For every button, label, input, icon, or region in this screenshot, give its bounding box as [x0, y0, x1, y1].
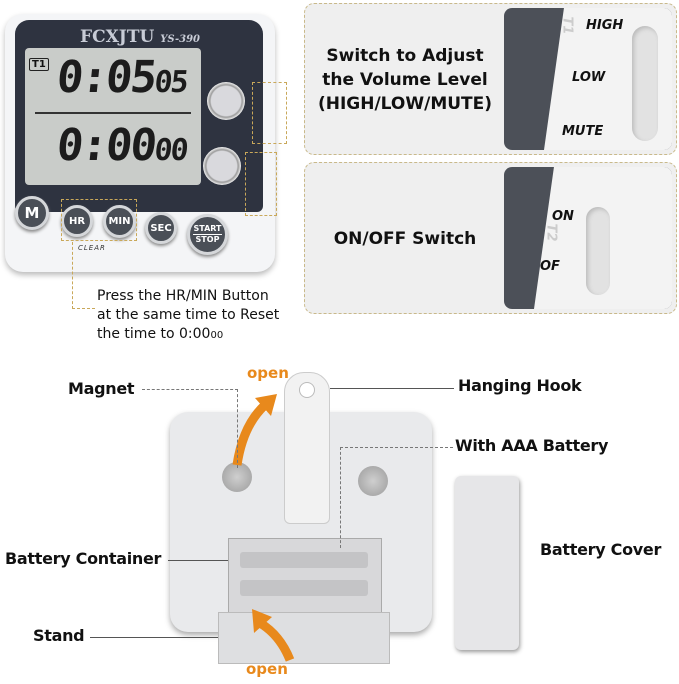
clear-label: CLEAR: [78, 244, 106, 252]
stand-label: Stand: [33, 626, 85, 645]
high-position: HIGH: [586, 18, 624, 33]
start-stop-button[interactable]: START STOP: [187, 214, 228, 255]
low-position: LOW: [572, 70, 606, 85]
battery-cover-label: Battery Cover: [540, 540, 662, 559]
m-button[interactable]: M: [15, 196, 49, 230]
timer1-display: 0:0505: [54, 52, 189, 103]
stop-label: STOP: [195, 235, 220, 244]
m-label: M: [24, 204, 40, 222]
timer1-time: 0:05: [54, 52, 158, 103]
magnet-leader: [142, 389, 238, 468]
min-label: MIN: [108, 216, 131, 227]
t1-indicator: T1: [29, 58, 49, 71]
power-switch-callout: ON/OFF Switch T2 ON OF: [304, 162, 677, 314]
reset-note-line-3: the time to 0:00: [97, 326, 211, 342]
reset-note-small: 00: [210, 330, 224, 341]
timer1-seconds: 05: [152, 65, 189, 100]
volume-slider-icon[interactable]: [632, 26, 658, 141]
t1-tag: T1: [559, 16, 575, 35]
min-button[interactable]: MIN: [103, 205, 136, 238]
switch2-highlight: [245, 152, 277, 216]
magnet-right: [358, 466, 388, 496]
battery-cover[interactable]: [455, 476, 519, 650]
reset-leader-line: [72, 242, 95, 309]
brand-name: FCXJTU: [80, 27, 155, 47]
hr-button[interactable]: HR: [61, 205, 93, 237]
open-arrow-top-icon: [232, 394, 277, 466]
hanging-hook-label: Hanging Hook: [458, 376, 582, 395]
open-label-bottom: open: [246, 660, 288, 678]
off-position: OF: [540, 259, 560, 274]
timer1-knob[interactable]: [207, 82, 245, 120]
sec-button[interactable]: SEC: [145, 212, 177, 244]
volume-text-line-3: (HIGH/LOW/MUTE): [317, 94, 493, 114]
timer2-seconds: 00: [152, 133, 189, 168]
sec-label: SEC: [150, 222, 172, 234]
reset-note-line-2: at the same time to Reset: [97, 307, 280, 323]
timer2-knob[interactable]: [203, 147, 241, 185]
timer2-display: 0:0000: [54, 120, 189, 171]
volume-switch-closeup: T1 HIGH LOW MUTE: [504, 8, 672, 150]
hook-hole: [299, 382, 315, 398]
open-arrow-bottom-icon: [252, 609, 295, 662]
hook-leader: [330, 388, 454, 389]
timer2-time: 0:00: [54, 120, 158, 171]
power-slider-icon[interactable]: [586, 207, 610, 295]
model-name: YS-390: [160, 34, 200, 45]
power-switch-closeup: T2 ON OF: [504, 167, 672, 309]
battery-leader: [340, 447, 453, 548]
lcd-display: T1 0:0505 0:0000: [25, 48, 201, 185]
start-label: START: [193, 224, 222, 235]
power-callout-text: ON/OFF Switch: [333, 229, 477, 249]
reset-note-line-1: Press the HR/MIN Button: [97, 288, 269, 304]
brand-logo: FCXJTU YS-390: [80, 27, 200, 47]
mute-position: MUTE: [562, 124, 604, 139]
volume-text-line-1: Switch to Adjust: [326, 46, 484, 66]
volume-callout-text: Switch to Adjust the Volume Level (HIGH/…: [305, 44, 505, 116]
hr-label: HR: [68, 215, 86, 227]
battery-label: With AAA Battery: [455, 436, 609, 455]
display-divider: [35, 112, 191, 114]
open-label-top: open: [247, 364, 289, 382]
battery-compartment: [228, 538, 382, 614]
hanging-hook[interactable]: [284, 372, 330, 524]
magnet-label: Magnet: [68, 379, 135, 398]
on-position: ON: [552, 209, 574, 224]
switch1-highlight: [252, 82, 287, 144]
t2-tag: T2: [543, 223, 559, 242]
hr-min-highlight: [61, 199, 137, 241]
volume-switch-callout: Switch to Adjust the Volume Level (HIGH/…: [304, 3, 677, 155]
battery-1: [240, 552, 368, 568]
volume-text-line-2: the Volume Level: [322, 70, 488, 90]
container-leader: [168, 560, 228, 561]
battery-2: [240, 580, 368, 596]
stand-leader: [90, 637, 218, 638]
reset-note: Press the HR/MIN Button at the same time…: [97, 287, 279, 345]
stand[interactable]: [218, 612, 390, 664]
battery-container-label: Battery Container: [5, 549, 162, 568]
